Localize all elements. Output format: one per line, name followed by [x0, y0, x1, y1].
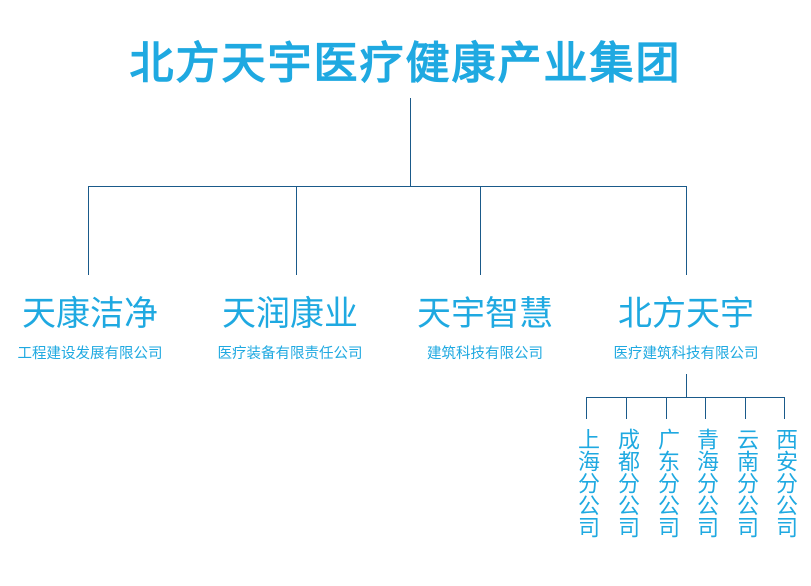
branch-yunnan: 云南分公司	[733, 428, 758, 538]
branch-drop-4	[705, 397, 706, 419]
company-name-1: 天康洁净	[22, 294, 158, 334]
branch-qinghai: 青海分公司	[693, 428, 718, 538]
company-name-2: 天润康业	[222, 294, 358, 334]
branch-drop-3	[666, 397, 667, 419]
company-name-3: 天宇智慧	[417, 294, 553, 334]
company-desc-1: 工程建设发展有限公司	[17, 346, 163, 362]
branch-drop-5	[745, 397, 746, 419]
branch-drop-6	[784, 397, 785, 419]
company-desc-3: 建筑科技有限公司	[427, 346, 543, 362]
company-desc-4: 医疗建筑科技有限公司	[613, 346, 759, 362]
connector-trunk	[410, 98, 411, 186]
company-desc-2: 医疗装备有限责任公司	[217, 346, 363, 362]
branch-xian: 西安分公司	[772, 428, 797, 538]
company-name-4: 北方天宇	[618, 294, 754, 334]
connector-drop-3	[480, 186, 481, 275]
branch-bus	[586, 397, 785, 398]
branch-shanghai: 上海分公司	[574, 428, 599, 538]
group-title: 北方天宇医疗健康产业集团	[129, 38, 682, 89]
branch-trunk	[686, 374, 687, 398]
branch-guangdong: 广东分公司	[654, 428, 679, 538]
connector-drop-1	[88, 186, 89, 275]
branch-drop-1	[586, 397, 587, 419]
connector-drop-4	[686, 186, 687, 275]
connector-bus	[88, 186, 687, 187]
branch-chengdu: 成都分公司	[614, 428, 639, 538]
connector-drop-2	[296, 186, 297, 275]
branch-drop-2	[626, 397, 627, 419]
